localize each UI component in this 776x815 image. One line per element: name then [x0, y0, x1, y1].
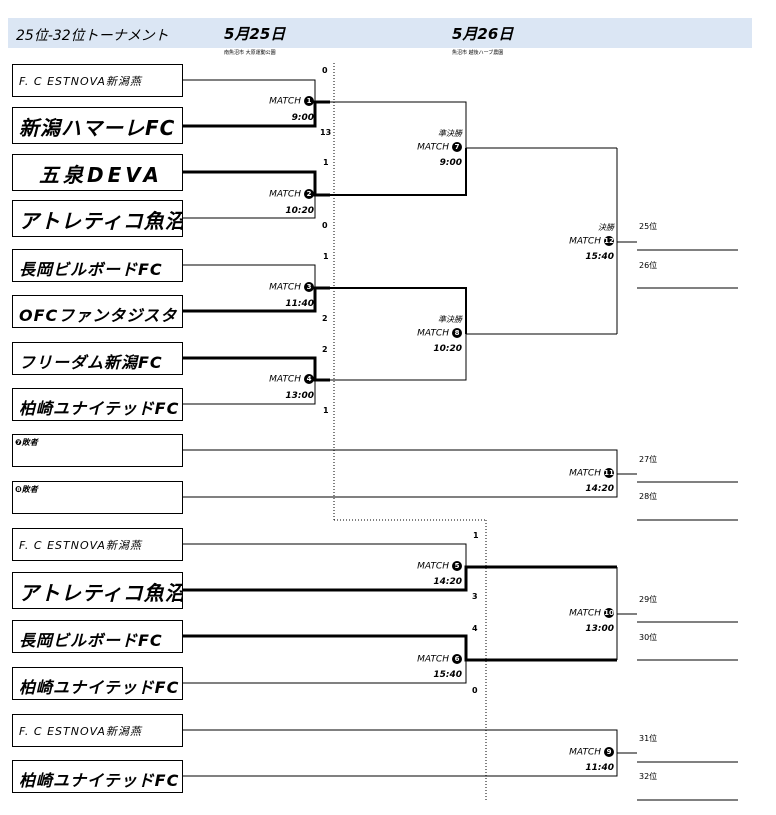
- day2-venue: 魚沼市 越後ハーブ農園: [452, 50, 504, 56]
- match-1-time: 9:00: [291, 113, 314, 123]
- team-slot-3: 五泉DEVA: [12, 154, 183, 191]
- team-slot-9: ❼敗者: [12, 434, 183, 467]
- team-slot-2: 新潟ハマーレFC: [12, 107, 183, 144]
- match-3-number: 3: [304, 282, 314, 292]
- rank-29: 29位: [639, 595, 658, 604]
- match-8-round: 準決勝: [438, 315, 462, 324]
- day2-date: 5月26日: [452, 25, 514, 43]
- match-2-number: 2: [304, 189, 314, 199]
- day1-venue: 南魚沼市 大原運動公園: [224, 50, 276, 56]
- score-6: 2: [322, 314, 328, 323]
- score-12: 0: [472, 686, 478, 695]
- score-8: 1: [323, 406, 329, 415]
- rank-32: 32位: [639, 772, 658, 781]
- score-9: 1: [473, 531, 479, 540]
- match-1-number: 1: [304, 96, 314, 106]
- rank-25: 25位: [639, 222, 658, 231]
- match-4-time: 13:00: [285, 391, 314, 401]
- team-slot-14: 柏崎ユナイテッドFC: [12, 667, 183, 700]
- match-8-time: 10:20: [433, 344, 462, 354]
- rank-30: 30位: [639, 633, 658, 642]
- match-11-time: 14:20: [585, 484, 614, 494]
- match-12-time: 15:40: [585, 252, 614, 262]
- match-12-round: 決勝: [598, 223, 614, 232]
- title-bar: [8, 18, 752, 48]
- match-11-number: 11: [604, 468, 614, 478]
- page-title: 25位-32位トーナメント: [16, 28, 169, 44]
- team-slot-4: アトレティコ魚沼: [12, 200, 183, 237]
- match-6-number: 6: [452, 654, 462, 664]
- match-6-time: 15:40: [433, 670, 462, 680]
- match-3-time: 11:40: [285, 299, 314, 309]
- team-slot-15: F. C ESTNOVA新潟燕: [12, 714, 183, 747]
- match-4-number: 4: [304, 374, 314, 384]
- team-slot-8: 柏崎ユナイテッドFC: [12, 388, 183, 421]
- team-slot-1: F. C ESTNOVA新潟燕: [12, 64, 183, 97]
- team-slot-10: ❽敗者: [12, 481, 183, 514]
- rank-27: 27位: [639, 455, 658, 464]
- rank-26: 26位: [639, 261, 658, 270]
- rank-28: 28位: [639, 492, 658, 501]
- team-slot-12: アトレティコ魚沼: [12, 572, 183, 609]
- match-12-number: 12: [604, 236, 614, 246]
- match-5-number: 5: [452, 561, 462, 571]
- match-8-number: 8: [452, 328, 462, 338]
- score-10: 3: [472, 592, 478, 601]
- match-9-time: 11:40: [585, 763, 614, 773]
- team-slot-16: 柏崎ユナイテッドFC: [12, 760, 183, 793]
- score-11: 4: [472, 624, 478, 633]
- team-slot-11: F. C ESTNOVA新潟燕: [12, 528, 183, 561]
- team-slot-7: フリーダム新潟FC: [12, 342, 183, 375]
- team-slot-13: 長岡ビルボードFC: [12, 620, 183, 653]
- match-7-number: 7: [452, 142, 462, 152]
- match-9-number: 9: [604, 747, 614, 757]
- score-3: 1: [323, 158, 329, 167]
- match-7-round: 準決勝: [438, 129, 462, 138]
- match-10-number: 10: [604, 608, 614, 618]
- score-7: 2: [322, 345, 328, 354]
- team-slot-5: 長岡ビルボードFC: [12, 249, 183, 282]
- rank-31: 31位: [639, 734, 658, 743]
- score-2: 13: [320, 128, 332, 137]
- score-4: 0: [322, 221, 328, 230]
- match-10-time: 13:00: [585, 624, 614, 634]
- match-7-time: 9:00: [439, 158, 462, 168]
- team-slot-6: OFCファンタジスタ: [12, 295, 183, 328]
- match-2-time: 10:20: [285, 206, 314, 216]
- day1-date: 5月25日: [224, 25, 286, 43]
- score-5: 1: [323, 252, 329, 261]
- score-1: 0: [322, 66, 328, 75]
- match-5-time: 14:20: [433, 577, 462, 587]
